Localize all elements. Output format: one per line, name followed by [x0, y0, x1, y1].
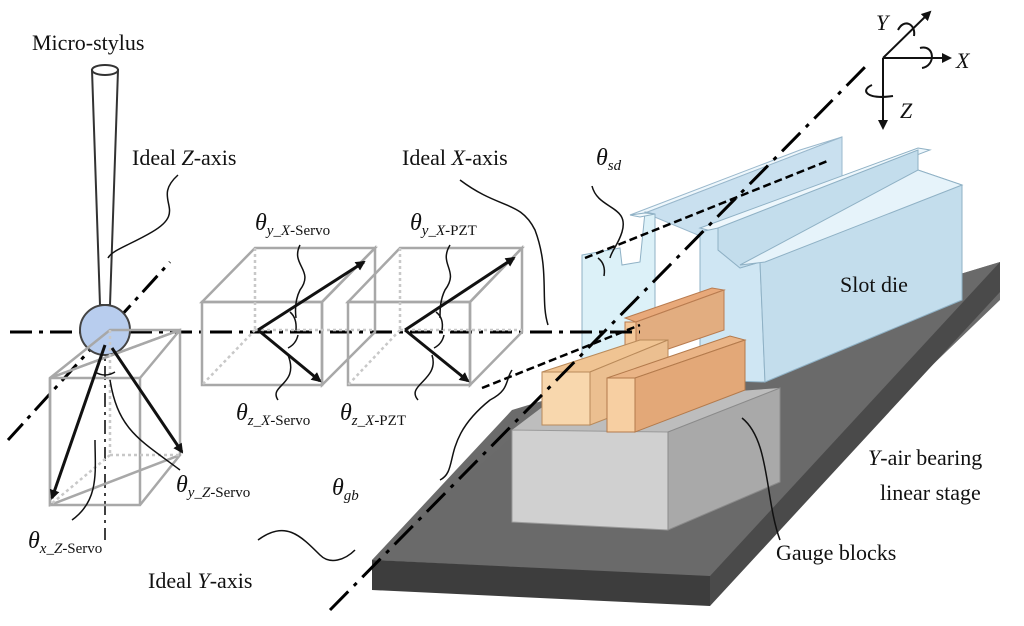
ideal-z-axis-label: Ideal Z-axis	[132, 145, 236, 170]
base-side-face	[710, 262, 1000, 606]
ideal-x-axis-label: Ideal X-axis	[402, 145, 508, 170]
micro-stylus	[79, 64, 131, 356]
stylus-diagonal-line	[6, 260, 172, 442]
labels: Micro-stylus Ideal Z-axis Ideal X-axis I…	[28, 10, 982, 593]
theta-y-z-servo-label: θy_Z-Servo	[176, 472, 250, 501]
theta-y-x-pzt-label: θy_X-PZT	[410, 210, 477, 239]
theta-y-x-servo-label: θy_X-Servo	[255, 210, 330, 239]
theta-z-x-pzt-label: θz_X-PZT	[340, 400, 406, 429]
coordinate-frame	[865, 10, 952, 130]
theta-gb-label: θgb	[332, 475, 359, 504]
air-bearing-label-line2: linear stage	[880, 480, 981, 505]
ideal-y-axis-line	[328, 60, 872, 612]
gauge-right-side	[634, 339, 746, 433]
vector-z-x-pzt	[404, 328, 470, 383]
leader-lines	[71, 174, 781, 562]
theta-sd-dashed-line	[584, 158, 831, 260]
stylus-shaft	[90, 69, 120, 306]
pedestal-side	[667, 387, 781, 531]
theta-z-x-servo-label: θz_X-Servo	[236, 400, 310, 429]
ideal-y-axis-label: Ideal Y-axis	[148, 568, 252, 593]
pedestal-front	[511, 429, 669, 531]
gauge-blocks	[541, 287, 747, 433]
slot-die-label: Slot die	[840, 272, 908, 297]
cube-z-servo	[48, 328, 182, 507]
air-bearing-label-line1: Y-air bearing	[868, 445, 982, 470]
gauge-left-front	[541, 371, 591, 426]
theta-sd-label: θsd	[596, 145, 622, 174]
angle-arcs	[94, 257, 606, 376]
frame-z-label: Z	[900, 98, 913, 123]
die-left-top	[629, 212, 656, 218]
base-front-face	[372, 560, 710, 606]
vector-y-x-pzt	[404, 256, 516, 332]
die-main-top-right	[739, 169, 964, 266]
theta-x-z-servo-label: θx_Z-Servo	[28, 528, 102, 557]
stylus-top	[91, 64, 119, 76]
frame-y-label: Y	[876, 10, 891, 35]
gauge-right-front	[606, 377, 636, 433]
error-vectors	[49, 256, 516, 500]
gauge-blocks-label: Gauge blocks	[776, 540, 896, 565]
vector-y-z-servo	[110, 347, 184, 454]
vector-x-z-servo	[49, 344, 107, 500]
frame-x-label: X	[955, 48, 971, 73]
micro-stylus-label: Micro-stylus	[32, 30, 144, 55]
vector-y-x-servo	[257, 260, 366, 332]
